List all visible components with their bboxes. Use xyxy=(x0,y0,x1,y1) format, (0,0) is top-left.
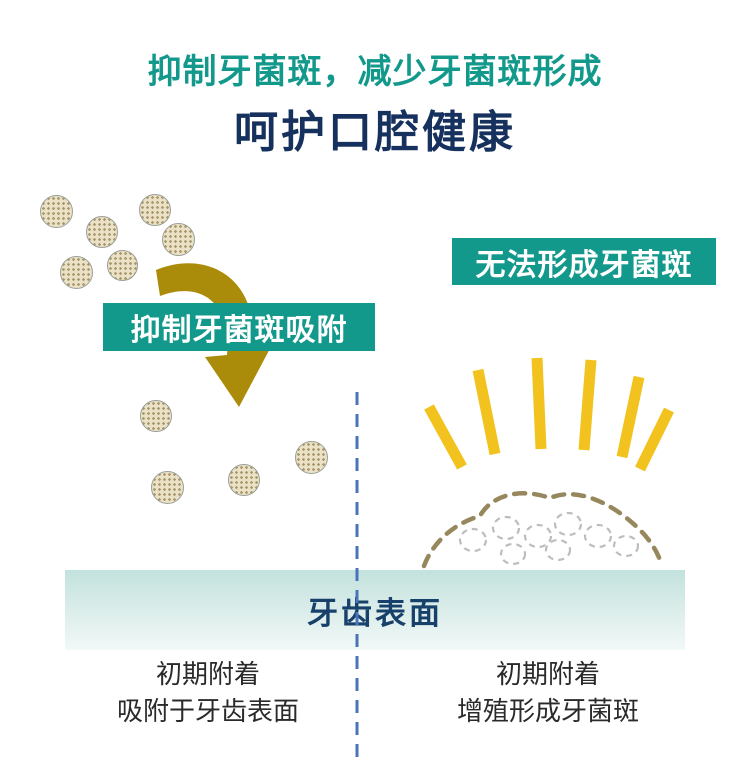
right-callout-badge: 无法形成牙菌斑 xyxy=(452,238,716,285)
headline-main: 呵护口腔健康 xyxy=(234,108,516,157)
caption-line: 增殖形成牙菌斑 xyxy=(456,695,639,726)
left-callout-badge: 抑制牙菌斑吸附 xyxy=(103,303,375,351)
divider-dashed-line xyxy=(355,392,359,764)
plaque-particle-icon xyxy=(40,195,73,228)
plaque-particle-icon xyxy=(140,400,172,432)
tooth-surface-band: 牙齿表面 xyxy=(65,570,685,650)
tooth-surface-label: 牙齿表面 xyxy=(307,595,443,631)
plaque-particle-icon xyxy=(107,250,138,281)
left-caption: 初期附着 吸附于牙齿表面 xyxy=(58,656,358,730)
plaque-particle-icon xyxy=(151,471,184,504)
plaque-particle-icon xyxy=(60,256,93,289)
plaque-particle-icon xyxy=(162,223,195,256)
plaque-particle-icon xyxy=(86,216,118,248)
caption-line: 初期附着 xyxy=(495,659,600,689)
plaque-particle-icon xyxy=(139,194,171,226)
right-caption: 初期附着 增殖形成牙菌斑 xyxy=(398,656,698,730)
plaque-mound-icon xyxy=(421,491,665,569)
headline-benefit: 抑制牙菌斑，减少牙菌斑形成 xyxy=(147,53,603,91)
caption-line: 初期附着 xyxy=(155,659,260,689)
caption-line: 吸附于牙齿表面 xyxy=(116,695,299,726)
plaque-particle-icon xyxy=(295,441,328,474)
shine-rays-icon xyxy=(424,357,674,472)
plaque-particle-icon xyxy=(228,464,260,496)
curved-down-arrow-icon xyxy=(156,263,274,407)
